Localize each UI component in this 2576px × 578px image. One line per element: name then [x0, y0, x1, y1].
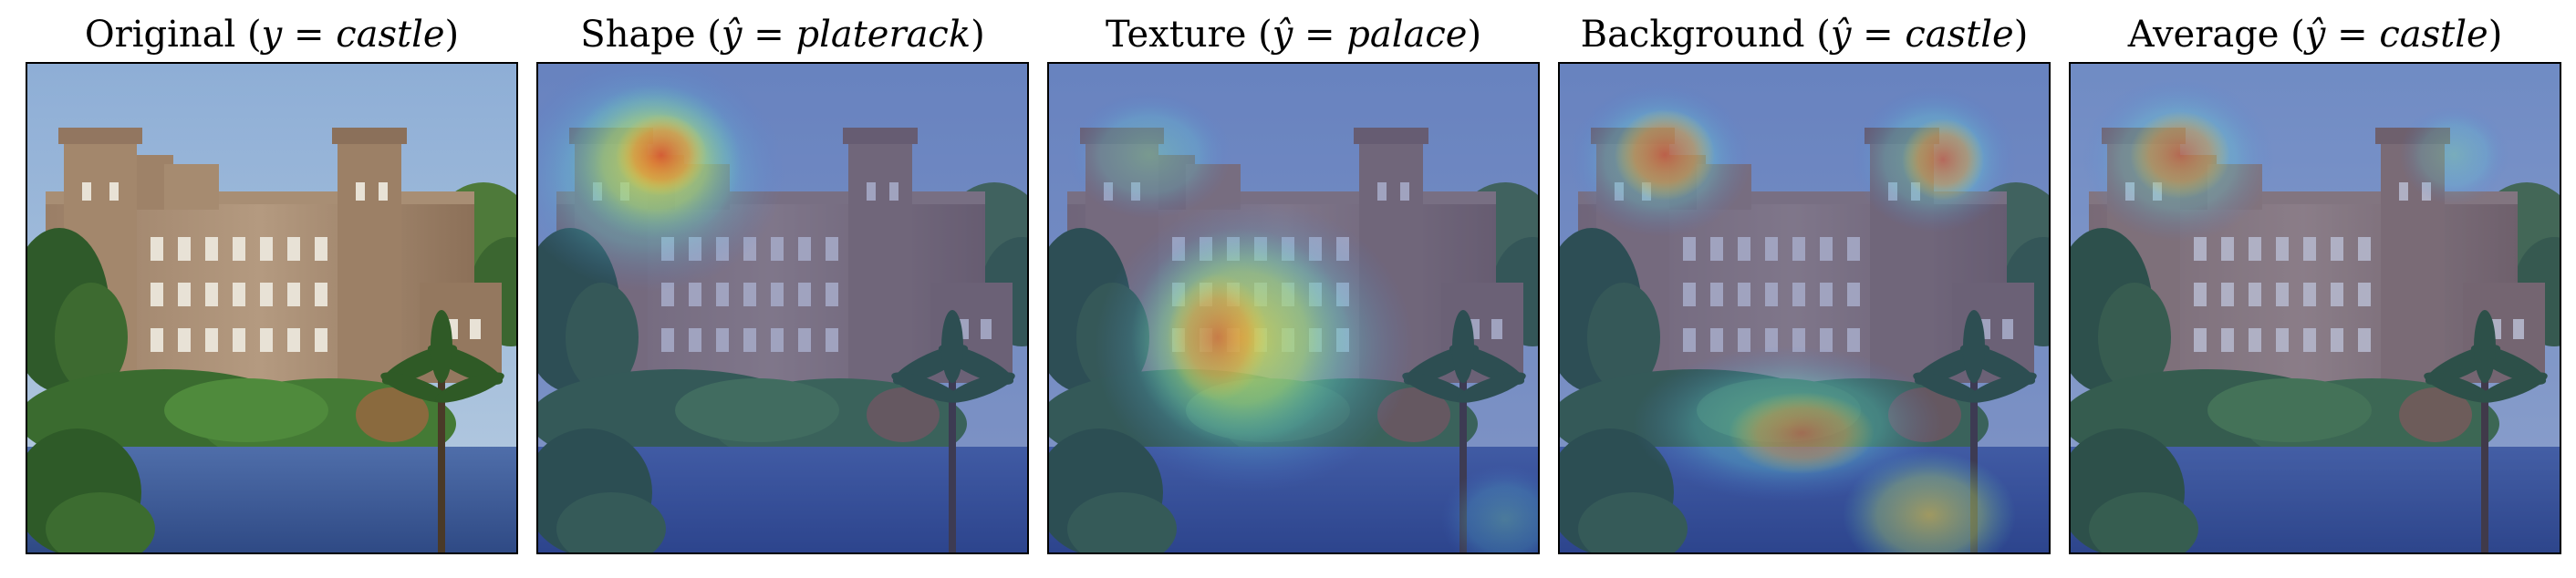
title-prefix: Original (: [84, 14, 262, 56]
castle-photo-shape-heatmap: [536, 62, 1029, 554]
heatmap-blob: [2130, 111, 2230, 199]
heatmap-blob: [1902, 119, 1984, 201]
title-suffix: ): [444, 14, 460, 56]
title-label: castle: [2379, 14, 2488, 56]
panel-title-shape: Shape (ŷ = platerack): [518, 9, 1047, 60]
heatmap-blob: [616, 114, 707, 196]
title-suffix: ): [2013, 14, 2029, 56]
panel-average: Average (ŷ = castle): [2069, 0, 2561, 578]
panel-title-background: Background (ŷ = castle): [1540, 9, 2069, 60]
panel-background: Background (ŷ = castle): [1558, 0, 2051, 578]
title-label: palace: [1346, 14, 1468, 56]
castle-photo-texture-heatmap: [1047, 62, 1540, 554]
castle-scene-with-heatmap: [538, 64, 1027, 552]
heatmap-blob: [1441, 465, 1538, 552]
heatmap-blob: [1067, 91, 1231, 219]
castle-scene: [27, 64, 516, 552]
title-prefix: Background (: [1580, 14, 1831, 56]
title-var: ŷ: [2304, 14, 2326, 56]
castle-photo-average-heatmap: [2069, 62, 2561, 554]
castle-scene-with-heatmap: [1049, 64, 1538, 552]
title-eq: =: [1851, 14, 1906, 56]
title-eq: =: [2325, 14, 2380, 56]
title-label: castle: [1905, 14, 2014, 56]
castle-scene-with-heatmap: [2071, 64, 2560, 552]
castle-scene-with-heatmap: [1560, 64, 2049, 552]
title-eq: =: [742, 14, 796, 56]
heatmap-blob: [1168, 274, 1268, 401]
title-label: platerack: [795, 14, 971, 56]
panel-title-original: Original (y = castle): [7, 9, 536, 60]
heatmap-blob: [2399, 105, 2508, 205]
heatmap-blob: [1615, 109, 1715, 201]
heatmap-blob: [1729, 392, 1875, 474]
title-suffix: ): [1467, 14, 1482, 56]
panel-title-texture: Texture (ŷ = palace): [1029, 9, 1558, 60]
title-var: ŷ: [721, 14, 743, 56]
panel-shape: Shape (ŷ = platerack): [536, 0, 1029, 578]
panel-original: Original (y = castle): [26, 0, 518, 578]
panel-title-average: Average (ŷ = castle): [2051, 9, 2576, 60]
title-label: castle: [336, 14, 445, 56]
title-prefix: Average (: [2127, 14, 2305, 56]
castle-photo-original: [26, 62, 518, 554]
title-prefix: Shape (: [580, 14, 722, 56]
title-var: ŷ: [1272, 14, 1293, 56]
title-prefix: Texture (: [1105, 14, 1272, 56]
title-var: ŷ: [1830, 14, 1852, 56]
title-suffix: ): [2488, 14, 2503, 56]
castle-photo-background-heatmap: [1558, 62, 2051, 554]
title-var: y: [261, 14, 283, 56]
panel-texture: Texture (ŷ = palace): [1047, 0, 1540, 578]
title-eq: =: [1293, 14, 1347, 56]
heatmap-blob: [1843, 451, 2016, 552]
title-suffix: ): [971, 14, 985, 56]
title-eq: =: [282, 14, 337, 56]
